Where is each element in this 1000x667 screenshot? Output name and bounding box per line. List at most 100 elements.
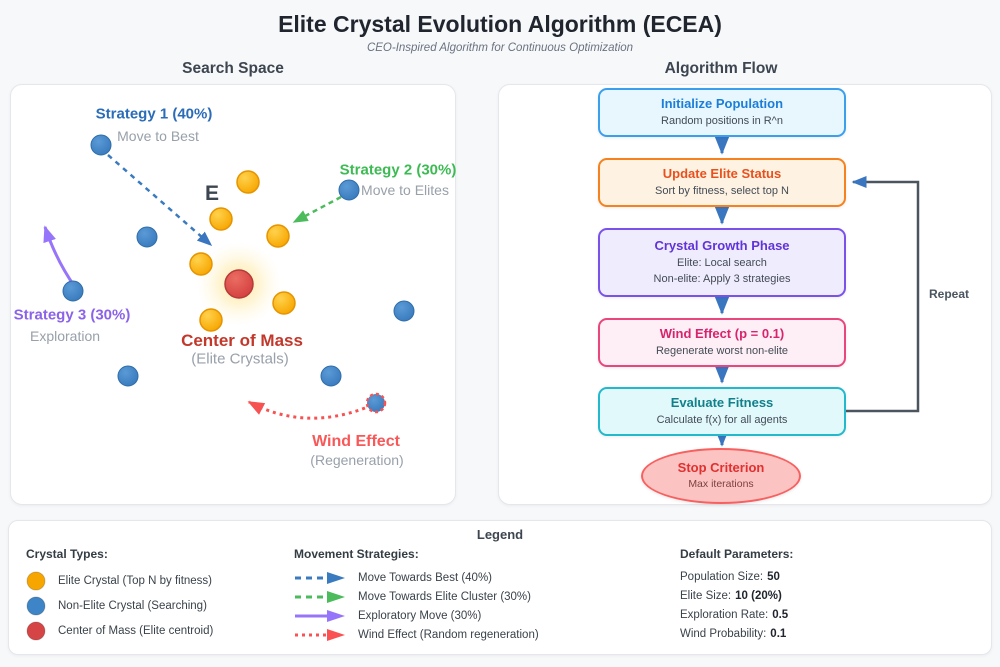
step-subtitle: Elite: Local search — [677, 256, 767, 269]
legend-panel — [8, 520, 992, 655]
step-title: Update Elite Status — [662, 165, 782, 181]
non-elite-crystal — [136, 226, 158, 248]
legend-title: Legend — [476, 527, 524, 542]
elite-crystal — [199, 308, 223, 332]
legend-item-label: Move Towards Elite Cluster (30%) — [358, 590, 531, 603]
list-item: Population Size: 50 — [680, 568, 793, 587]
legend-item-label: Exploratory Move (30%) — [358, 609, 482, 622]
legend-item-label: Non-Elite Crystal (Searching) — [58, 599, 207, 612]
step-subtitle: Regenerate worst non-elite — [655, 344, 789, 357]
crystal-population — [62, 134, 415, 414]
step-subtitle-2: Non-elite: Apply 3 strategies — [653, 272, 791, 285]
wind-effect-label: Wind Effect — [312, 433, 400, 450]
step-title: Crystal Growth Phase — [654, 237, 790, 253]
strategy2-label: Strategy 2 (30%) — [339, 161, 457, 179]
dashed-arrow-icon — [295, 590, 345, 603]
elite-crystal — [236, 170, 260, 194]
list-item: Elite Size: 10 (20%) — [680, 587, 793, 606]
non-elite-crystal — [62, 280, 84, 302]
parameter-label: Wind Probability: — [680, 627, 767, 640]
parameter-value: 0.5 — [772, 608, 789, 621]
search-space-title: Search Space — [182, 60, 284, 77]
stop-subtitle: Max iterations — [688, 477, 754, 490]
step-update-elite-status: Update Elite Status Sort by fitness, sel… — [598, 158, 846, 207]
strategy2-sublabel: Move to Elites — [361, 182, 449, 198]
algorithm-flow-panel: Initialize Population Random positions i… — [498, 84, 992, 505]
strategy2-arrow — [292, 195, 342, 224]
non-elite-crystal — [90, 134, 112, 156]
strategy1-arrow — [107, 154, 213, 246]
list-item: Wind Probability: 0.1 — [680, 624, 793, 643]
non-elite-crystal — [338, 179, 360, 201]
elite-crystal-icon — [26, 571, 46, 590]
step-subtitle: Calculate f(x) for all agents — [656, 413, 788, 426]
list-item: Move Towards Elite Cluster (30%) — [294, 587, 539, 606]
repeat-loop-arrow — [846, 176, 920, 413]
strategy3-label: Strategy 3 (30%) — [13, 306, 131, 324]
parameter-label: Elite Size: — [680, 590, 732, 603]
legend-item-label: Wind Effect (Random regeneration) — [358, 628, 539, 641]
search-space-canvas — [43, 134, 415, 420]
page-title: Elite Crystal Evolution Algorithm (ECEA) — [278, 11, 722, 37]
list-item: Exploratory Move (30%) — [294, 606, 539, 625]
step-title: Evaluate Fitness — [670, 394, 774, 410]
parameter-value: 10 (20%) — [735, 590, 782, 603]
step-evaluate-fitness: Evaluate Fitness Calculate f(x) for all … — [598, 387, 846, 436]
elite-crystal — [272, 291, 296, 315]
algorithm-flow-title: Algorithm Flow — [664, 60, 778, 77]
legend-item-label: Elite Crystal (Top N by fitness) — [58, 574, 213, 587]
center-of-mass-sublabel: (Elite Crystals) — [191, 350, 289, 368]
search-space-panel: Strategy 1 (40%) Move to Best Strategy 2… — [10, 84, 456, 505]
step-initialize-population: Initialize Population Random positions i… — [598, 88, 846, 137]
list-item: Center of Mass (Elite centroid) — [26, 618, 213, 643]
step-subtitle: Random positions in R^n — [661, 114, 783, 127]
elite-crystal — [209, 207, 233, 231]
movement-strategies-heading: Movement Strategies: — [294, 547, 419, 561]
strategy3-sublabel: Exploration — [29, 328, 101, 344]
strategy1-sublabel: Move to Best — [117, 128, 199, 144]
parameter-label: Population Size: — [680, 571, 764, 584]
legend-movement-strategies: Movement Strategies: Move Towards Best (… — [294, 547, 539, 644]
legend-item-label: Move Towards Best (40%) — [358, 571, 493, 584]
wind-effect-sublabel: (Regeneration) — [310, 452, 404, 468]
legend-default-parameters: Default Parameters: Population Size: 50 … — [680, 547, 793, 643]
repeat-label: Repeat — [929, 287, 970, 301]
step-title: Wind Effect (p = 0.1) — [659, 325, 785, 341]
center-of-mass-icon — [26, 621, 46, 640]
list-item: Exploration Rate: 0.5 — [680, 606, 793, 625]
center-of-mass-crystal — [224, 269, 254, 299]
strategy1-label: Strategy 1 (40%) — [95, 105, 213, 123]
step-wind-effect: Wind Effect (p = 0.1) Regenerate worst n… — [598, 318, 846, 367]
legend-item-label: Center of Mass (Elite centroid) — [58, 624, 214, 637]
wind-regenerated-crystal — [365, 392, 387, 414]
list-item: Move Towards Best (40%) — [294, 568, 539, 587]
dotted-arrow-icon — [295, 628, 345, 641]
stop-title: Stop Criterion — [677, 459, 765, 475]
default-parameters-heading: Default Parameters: — [680, 547, 794, 561]
list-item: Elite Crystal (Top N by fitness) — [26, 568, 213, 593]
elite-crystal — [189, 252, 213, 276]
wind-arrow — [247, 400, 366, 420]
parameter-value: 50 — [767, 571, 780, 584]
step-crystal-growth-phase: Crystal Growth Phase Elite: Local search… — [598, 228, 846, 297]
solid-arrow-icon — [295, 609, 345, 622]
non-elite-crystal-icon — [26, 596, 46, 615]
step-subtitle: Sort by fitness, select top N — [655, 184, 789, 197]
strategy3-arrow — [43, 225, 77, 288]
non-elite-crystal — [393, 300, 415, 322]
dashed-arrow-icon — [295, 571, 345, 584]
list-item: Wind Effect (Random regeneration) — [294, 625, 539, 644]
page-subtitle: CEO-Inspired Algorithm for Continuous Op… — [366, 42, 634, 54]
center-of-mass-label: Center of Mass — [181, 331, 303, 350]
non-elite-crystal — [117, 365, 139, 387]
flow-connectors — [714, 136, 920, 447]
non-elite-crystal — [320, 365, 342, 387]
step-title: Initialize Population — [660, 95, 784, 111]
elite-region-marker: E — [204, 182, 220, 205]
crystal-types-heading: Crystal Types: — [26, 547, 108, 561]
list-item: Non-Elite Crystal (Searching) — [26, 593, 213, 618]
stop-criterion-node: Stop Criterion Max iterations — [641, 448, 801, 504]
parameter-value: 0.1 — [770, 627, 787, 640]
parameter-label: Exploration Rate: — [680, 608, 769, 621]
